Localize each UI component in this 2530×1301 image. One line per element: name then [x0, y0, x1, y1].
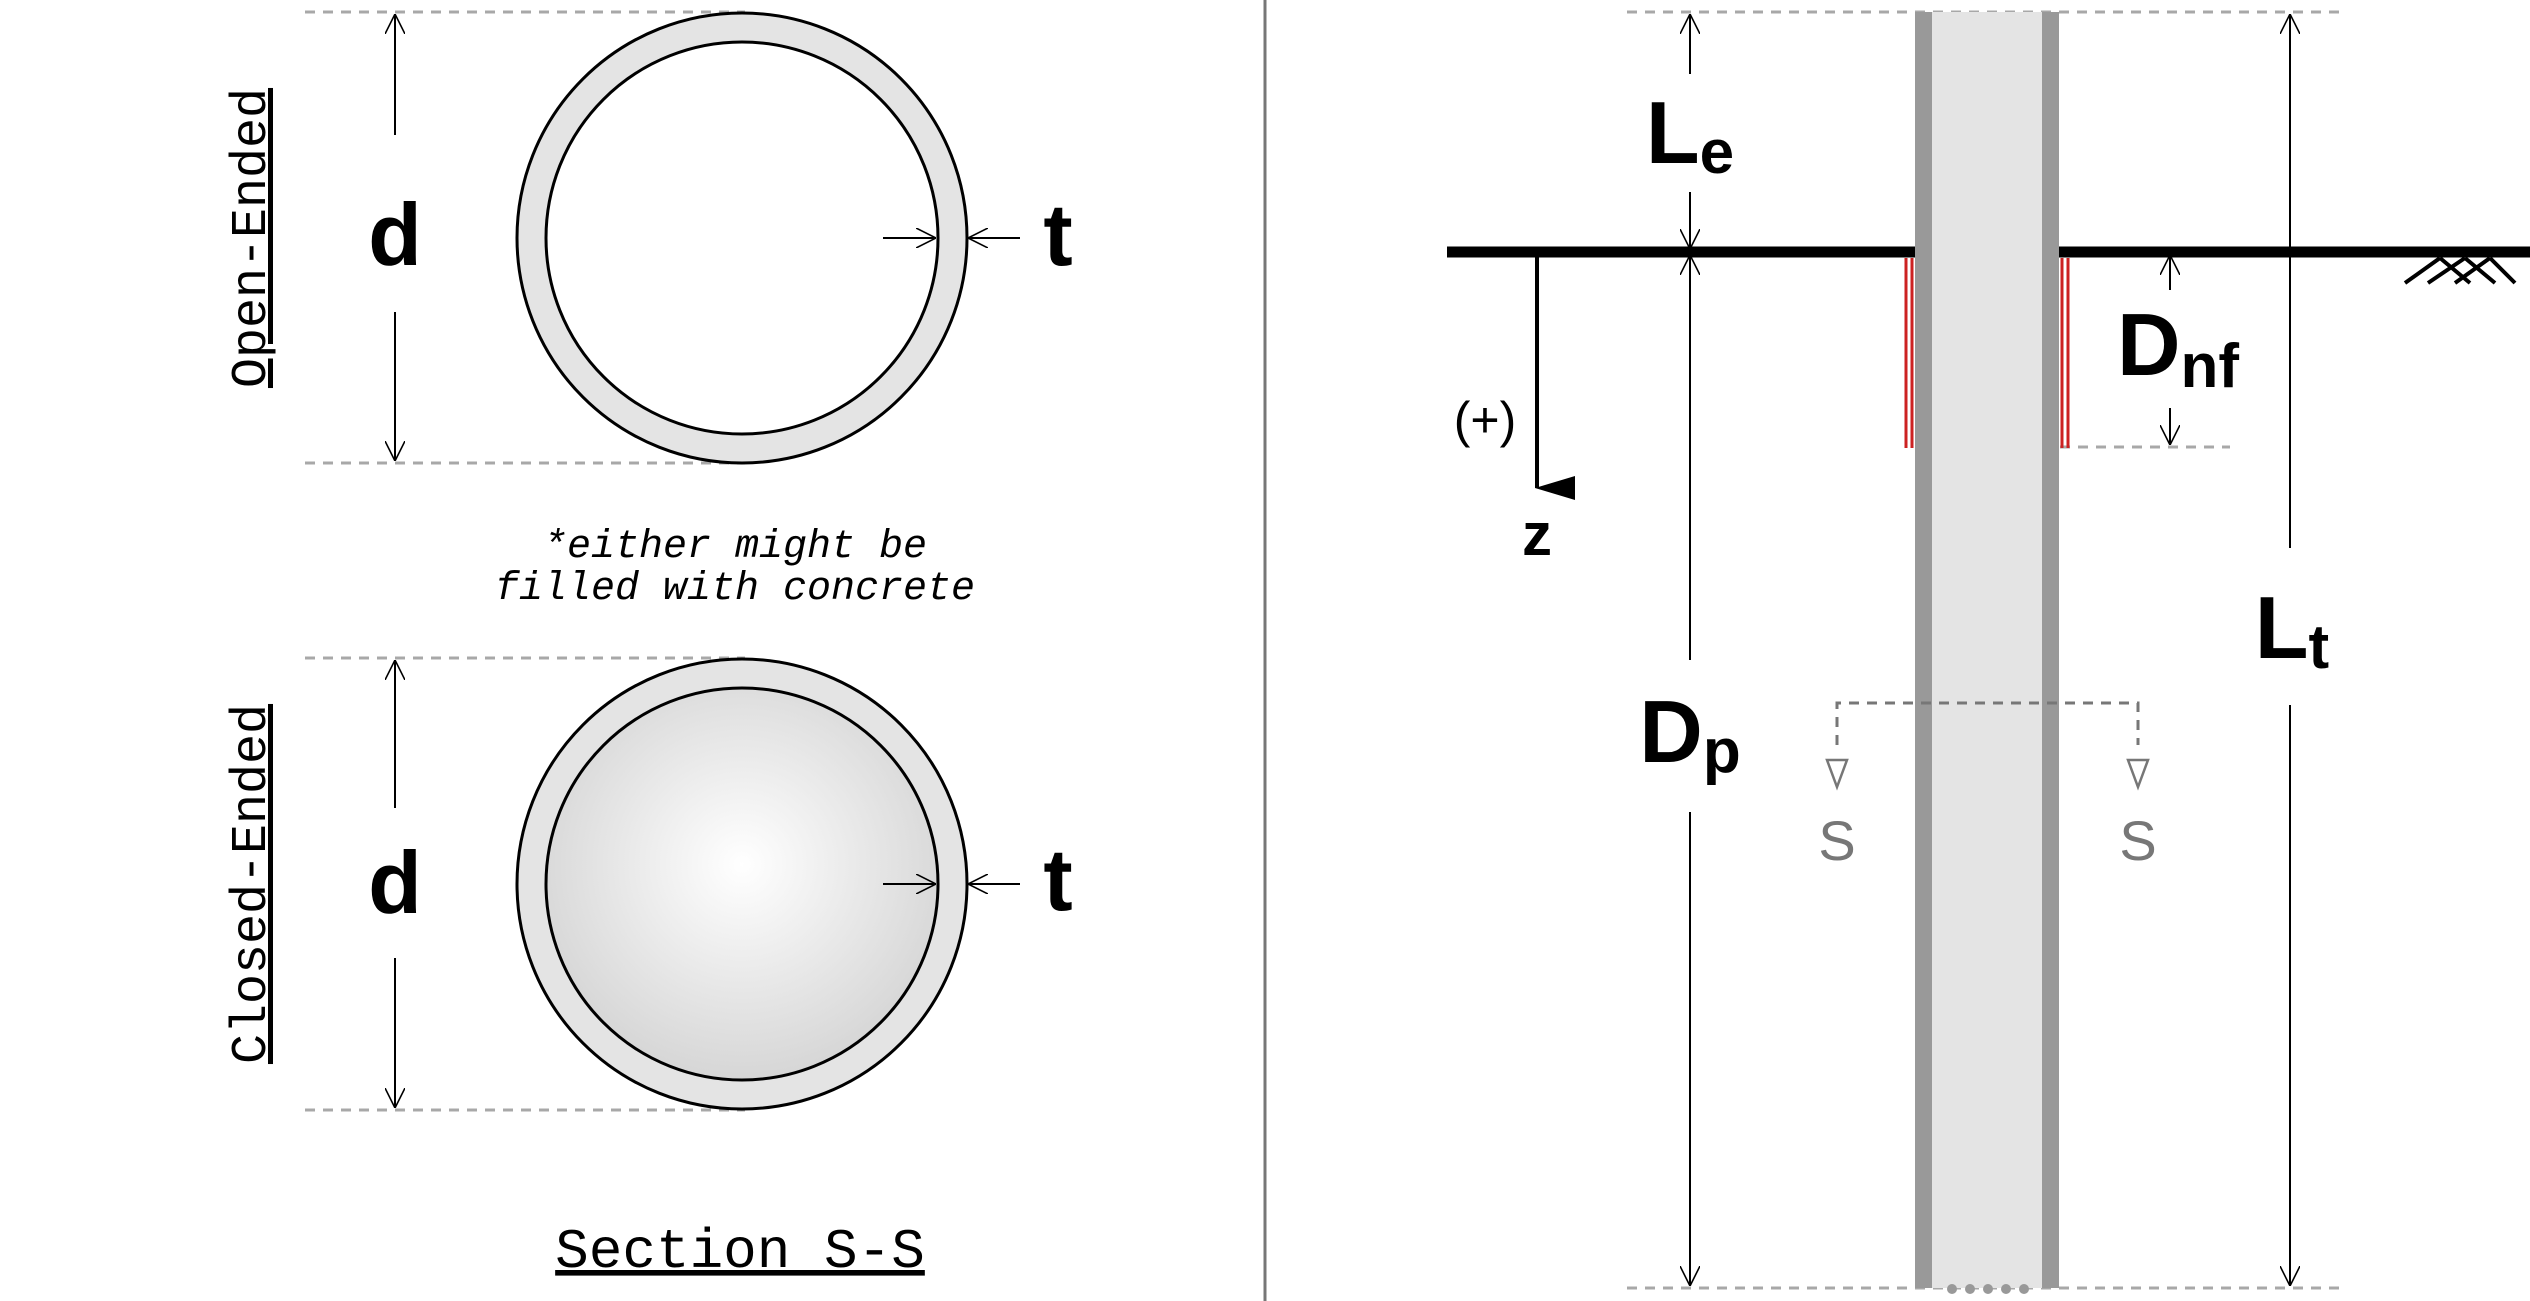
thickness-symbol: t [1043, 830, 1072, 929]
pile-wall-left [1915, 12, 1932, 1288]
section-cut-line [1835, 701, 2140, 745]
z-axis-label: z [1522, 501, 1552, 568]
closed-ended-label: Closed-Ended [224, 704, 281, 1064]
note-line: filled with concrete [495, 567, 975, 612]
concrete-note: *either might be filled with concrete [495, 525, 975, 612]
ground-hatch-symbol [2403, 256, 2517, 285]
thickness-symbol: t [1043, 185, 1072, 284]
section-marker-label: S [1818, 809, 1855, 872]
note-line: *either might be [543, 525, 927, 570]
section-cut-marker: S S [1818, 701, 2157, 872]
open-ended-section: d t Open-Ended [224, 10, 1073, 465]
le-label: Le [1646, 83, 1734, 187]
pile [1915, 12, 2059, 1294]
open-ended-label: Open-Ended [224, 88, 281, 388]
pile-wall-right [2042, 12, 2059, 1288]
section-arrowhead [1825, 758, 1849, 791]
dp-label: Dp [1639, 682, 1740, 786]
pile-tip-dots [1947, 1284, 2029, 1294]
negative-friction-zone-left [1904, 258, 1914, 448]
pipe-concrete-fill [544, 686, 940, 1082]
section-arrowhead [2126, 758, 2150, 791]
pile-core [1932, 12, 2042, 1288]
diameter-symbol: d [368, 833, 422, 932]
section-marker-label: S [2119, 809, 2156, 872]
lt-label: Lt [2255, 578, 2329, 682]
closed-ended-section: d t Closed-Ended [224, 656, 1073, 1112]
section-title: Section S-S [555, 1220, 925, 1284]
z-sign-label: (+) [1454, 392, 1517, 448]
diameter-symbol: d [368, 185, 422, 284]
pipe-inner-void [544, 40, 940, 436]
dnf-label: Dnf [2117, 295, 2239, 401]
negative-friction-zone-right [2060, 258, 2070, 448]
